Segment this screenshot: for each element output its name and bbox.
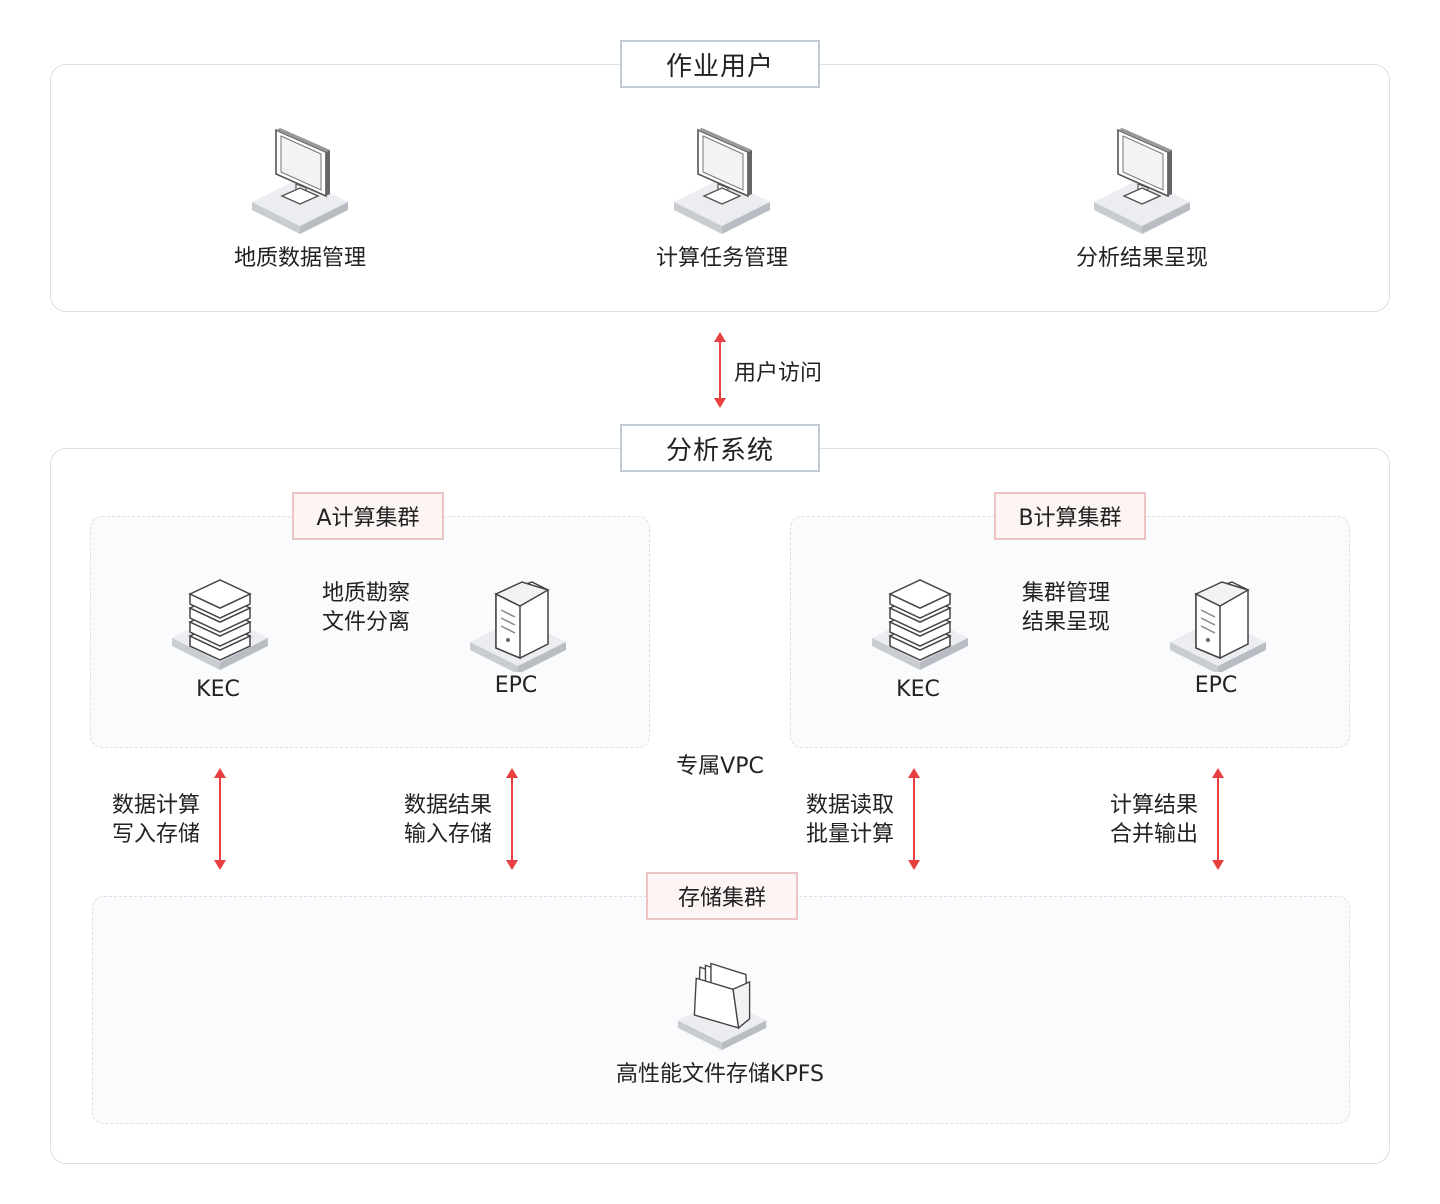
cluster-b-panel: [790, 516, 1350, 748]
cluster-a-panel: [90, 516, 650, 748]
link-label: 计算结果 合并输出: [1110, 791, 1198, 849]
user-item-label: 计算任务管理: [655, 246, 788, 271]
cluster-a-desc: 地质勘察 文件分离: [322, 579, 410, 637]
link-label-line: 输入存储: [404, 822, 493, 847]
link-label-line: 数据结果: [404, 793, 493, 818]
kec-server-icon: [170, 578, 270, 670]
monitor-icon: [1092, 126, 1192, 236]
monitor-icon: [250, 126, 350, 236]
user-panel-title: 作业用户: [620, 40, 820, 88]
cluster-a-title: A计算集群: [292, 492, 444, 540]
user-item-label: 地质数据管理: [233, 246, 366, 271]
storage-link-arrow: [214, 768, 226, 870]
link-label: 数据读取 批量计算: [806, 791, 894, 849]
user-item-label: 分析结果呈现: [1075, 246, 1208, 271]
cluster-b-title: B计算集群: [994, 492, 1146, 540]
cluster-b-kec-label: KEC: [896, 677, 940, 702]
cluster-b-epc-label: EPC: [1194, 673, 1238, 698]
link-label-line: 合并输出: [1110, 822, 1199, 847]
kec-server-icon: [870, 578, 970, 670]
link-label-line: 写入存储: [112, 822, 201, 847]
storage-title: 存储集群: [646, 872, 798, 920]
folder-icon: [672, 958, 772, 1050]
storage-link-arrow: [908, 768, 920, 870]
vpc-label: 专属VPC: [676, 754, 764, 779]
cluster-a-desc-line: 地质勘察: [322, 581, 411, 606]
link-label-line: 计算结果: [1110, 793, 1199, 818]
cluster-b-desc: 集群管理 结果呈现: [1022, 579, 1110, 637]
link-label-line: 批量计算: [806, 822, 895, 847]
cluster-a-kec-label: KEC: [196, 677, 240, 702]
link-label-line: 数据读取: [806, 793, 895, 818]
cluster-a-epc-label: EPC: [494, 673, 538, 698]
access-arrow: [714, 332, 726, 408]
epc-server-icon: [1168, 580, 1268, 672]
link-label: 数据结果 输入存储: [404, 791, 492, 849]
storage-link-arrow: [1212, 768, 1224, 870]
access-label: 用户访问: [734, 361, 823, 386]
analysis-panel-title: 分析系统: [620, 424, 820, 472]
link-label-line: 数据计算: [112, 793, 201, 818]
cluster-a-desc-line: 文件分离: [322, 610, 411, 635]
cluster-b-desc-line: 集群管理: [1022, 581, 1111, 606]
epc-server-icon: [468, 580, 568, 672]
link-label: 数据计算 写入存储: [112, 791, 200, 849]
monitor-icon: [672, 126, 772, 236]
cluster-b-desc-line: 结果呈现: [1022, 610, 1111, 635]
storage-label: 高性能文件存储KPFS: [616, 1062, 824, 1087]
storage-link-arrow: [506, 768, 518, 870]
